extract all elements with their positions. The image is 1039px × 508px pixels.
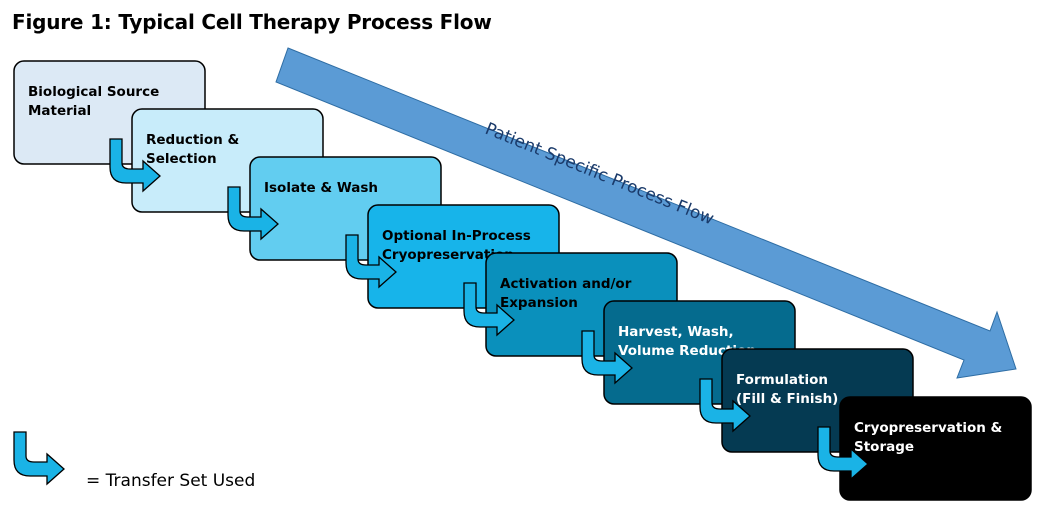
step-label-line: Harvest, Wash,: [618, 324, 734, 340]
transfer-set-arrow-icon: [699, 378, 751, 433]
step-label: Isolate & Wash: [264, 180, 378, 196]
figure-title: Figure 1: Typical Cell Therapy Process F…: [12, 10, 492, 34]
step-label-line: Optional In-Process: [382, 228, 531, 244]
step-label-line: Reduction &: [146, 132, 239, 148]
step-label: Reduction & Selection: [146, 132, 239, 167]
step-label-line: Expansion: [500, 295, 578, 311]
transfer-set-arrow-icon: [463, 282, 515, 337]
step-label-line: Isolate & Wash: [264, 180, 378, 196]
step-label: Cryopreservation & Storage: [854, 420, 1003, 455]
step-label-line: Biological Source: [28, 84, 159, 100]
transfer-set-legend-icon: [13, 431, 65, 486]
step-label: Formulation (Fill & Finish): [736, 372, 838, 407]
step-label-line: Selection: [146, 151, 217, 167]
transfer-set-arrow-icon: [227, 186, 279, 241]
transfer-set-arrow-icon: [817, 426, 869, 481]
step-label-line: Storage: [854, 439, 914, 455]
legend-label: = Transfer Set Used: [86, 471, 255, 491]
step-label-line: (Fill & Finish): [736, 391, 838, 407]
flow-arrow-shape: [275, 47, 1017, 379]
step-box: [839, 396, 1032, 501]
process-step-8: Cryopreservation & Storage: [839, 396, 1032, 501]
step-label-line: Volume Reduction: [618, 343, 756, 359]
step-label: Harvest, Wash, Volume Reduction: [618, 324, 756, 359]
legend: = Transfer Set Used: [13, 431, 255, 491]
step-label-line: Material: [28, 103, 91, 119]
transfer-set-arrow-icon: [581, 330, 633, 385]
step-label-line: Activation and/or: [500, 276, 632, 292]
step-label-line: Cryopreservation: [382, 247, 514, 263]
step-label-line: Formulation: [736, 372, 828, 388]
transfer-set-arrow-icon: [345, 234, 397, 289]
transfer-set-arrow-icon: [109, 138, 161, 193]
step-label-line: Cryopreservation &: [854, 420, 1003, 436]
